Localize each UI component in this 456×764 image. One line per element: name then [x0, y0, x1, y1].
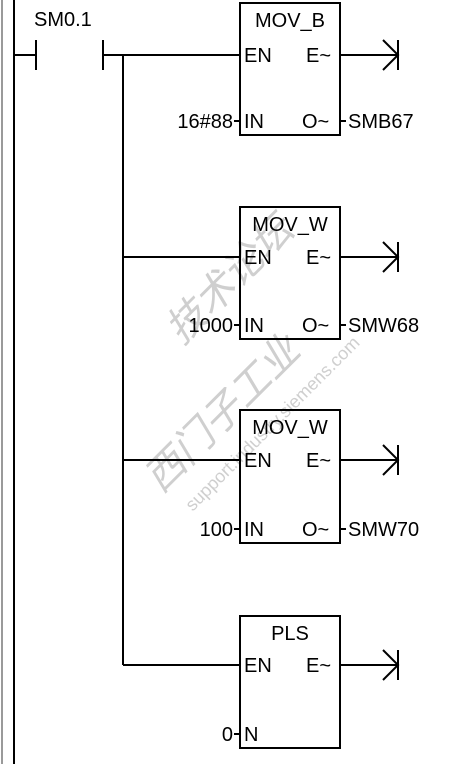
- pin-in: IN: [244, 519, 264, 541]
- pin-eno: E~: [306, 655, 331, 677]
- pin-en: EN: [244, 655, 272, 677]
- pin-eno: E~: [306, 45, 331, 67]
- block-title: PLS: [271, 623, 309, 645]
- pin-out: O~: [302, 111, 329, 133]
- out-value: SMW70: [348, 519, 419, 541]
- pin-out: O~: [302, 315, 329, 337]
- block-mov-w-1: MOV_W EN E~ IN O~ 1000 SMW68: [189, 206, 419, 340]
- block-mov-w-2: MOV_W EN E~ IN O~ 100 SMW70: [200, 409, 419, 544]
- block-pls: PLS EN E~ N 0: [222, 615, 400, 749]
- pin-en: EN: [244, 45, 272, 67]
- pin-eno: E~: [306, 247, 331, 269]
- block-title: MOV_W: [252, 214, 328, 236]
- pin-n: N: [244, 724, 258, 746]
- out-value: SMW68: [348, 315, 419, 337]
- block-box: [239, 615, 341, 749]
- out-value: SMB67: [348, 111, 414, 133]
- block-box: [239, 409, 341, 544]
- block-box: [239, 2, 341, 136]
- in-value: 0: [222, 724, 233, 746]
- pin-en: EN: [244, 450, 272, 472]
- pin-en: EN: [244, 247, 272, 269]
- pin-out: O~: [302, 519, 329, 541]
- watermark: 西门子工业 技术论坛 support.industry.siemens.com: [136, 205, 364, 515]
- block-title: MOV_W: [252, 417, 328, 439]
- pin-in: IN: [244, 111, 264, 133]
- block-title: MOV_B: [255, 10, 325, 32]
- pin-eno: E~: [306, 450, 331, 472]
- block-mov-b: MOV_B EN E~ IN O~ 16#88 SMB67: [177, 2, 414, 136]
- block-box: [239, 206, 341, 340]
- in-value: 1000: [189, 315, 234, 337]
- in-value: 16#88: [177, 111, 233, 133]
- in-value: 100: [200, 519, 233, 541]
- contact-label: SM0.1: [34, 9, 92, 31]
- pin-in: IN: [244, 315, 264, 337]
